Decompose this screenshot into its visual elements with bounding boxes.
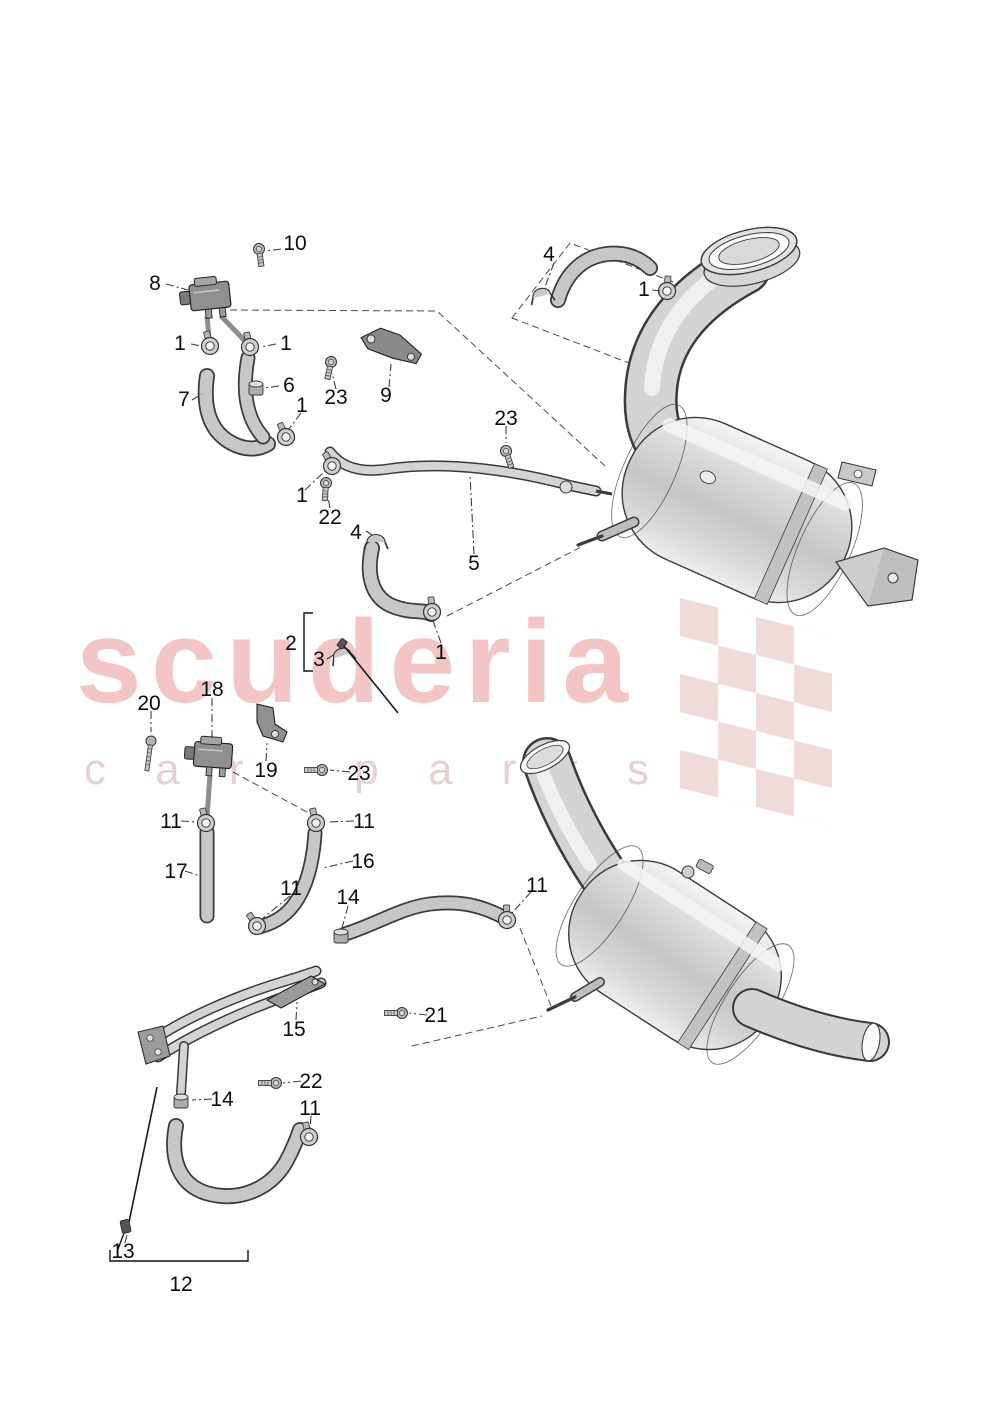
catalyst-body xyxy=(611,403,863,617)
callout-label-12-36: 12 xyxy=(169,1273,192,1296)
catalyst-body xyxy=(555,845,795,1065)
callout-label-21-31: 21 xyxy=(424,1004,447,1027)
callout-label-23-22: 23 xyxy=(347,762,370,785)
hose-middle xyxy=(337,895,511,942)
inlet-flange xyxy=(700,226,801,287)
callout-label-1-4: 1 xyxy=(174,332,186,355)
callout-label-17-25: 17 xyxy=(164,860,187,883)
callout-label-7-9: 7 xyxy=(178,388,190,411)
bracket-19 xyxy=(256,703,288,743)
grommet-icon-14 xyxy=(173,1093,189,1109)
watermark-title: scuderia xyxy=(76,596,629,728)
leader-lines xyxy=(124,248,662,1244)
callout-label-20-19: 20 xyxy=(137,692,160,715)
callout-label-2-16: 2 xyxy=(285,632,297,655)
sensor-probe-port xyxy=(576,516,640,547)
bracket-hole xyxy=(887,572,899,584)
cable-tie-13 xyxy=(116,1086,158,1253)
hose-4 xyxy=(550,245,658,308)
callout-label-11-34: 11 xyxy=(299,1097,321,1120)
hose-secondary xyxy=(237,350,271,445)
bolt-icon-21 xyxy=(384,1007,408,1019)
pressure-sensor-18 xyxy=(182,734,234,778)
outlet-cut-end xyxy=(861,1022,881,1062)
group-bracket-12 xyxy=(109,1250,249,1262)
callout-label-1-5: 1 xyxy=(280,332,292,355)
callout-label-1-10: 1 xyxy=(296,394,308,417)
callout-label-13-35: 13 xyxy=(111,1240,134,1263)
callout-label-1-12: 1 xyxy=(296,484,308,507)
bracket-9 xyxy=(360,327,423,365)
callout-label-18-20: 18 xyxy=(200,678,223,701)
callout-label-22-32: 22 xyxy=(299,1070,322,1093)
callout-label-16-26: 16 xyxy=(351,850,374,873)
sensor-probe-port xyxy=(546,977,605,1012)
cable-tie xyxy=(336,638,399,714)
callout-label-19-21: 19 xyxy=(254,759,277,782)
clamp-icon-1 xyxy=(200,330,220,356)
grommet-icon-6 xyxy=(248,380,264,396)
bolt-icon-22 xyxy=(318,476,333,502)
callout-label-23-11: 23 xyxy=(494,407,517,430)
watermark: scuderia car parts xyxy=(76,596,832,826)
pipe-5 xyxy=(324,446,613,497)
bracket-15 xyxy=(265,975,327,1009)
upper-catalytic-converter xyxy=(576,226,919,617)
bolt-icon-23 xyxy=(321,354,339,381)
hose-2 xyxy=(361,540,439,622)
flange-tab-hole xyxy=(853,469,863,479)
callout-label-6-6: 6 xyxy=(283,374,295,397)
callout-label-5-15: 5 xyxy=(468,552,480,575)
callout-label-9-8: 9 xyxy=(380,384,392,407)
inlet-cut-end xyxy=(519,739,571,775)
clamp-icon-11 xyxy=(299,1121,319,1147)
bolt-icon-23 xyxy=(498,443,518,470)
clamp-icon-11 xyxy=(196,807,216,833)
top-fitting xyxy=(681,865,695,879)
group-bracket-2 xyxy=(303,612,313,672)
callout-label-11-29: 11 xyxy=(526,874,548,897)
hose-16 xyxy=(251,825,323,935)
callout-label-8-1: 8 xyxy=(149,272,161,295)
callout-label-1-18: 1 xyxy=(435,641,447,664)
checkered-flag-pattern xyxy=(680,598,832,826)
bolt-icon-23 xyxy=(304,764,328,776)
lower-catalytic-converter xyxy=(519,737,890,1065)
callout-label-11-23: 11 xyxy=(160,810,182,833)
clamp-icon-1 xyxy=(274,419,297,448)
callout-label-1-3: 1 xyxy=(638,278,650,301)
callout-label-15-30: 15 xyxy=(282,1018,305,1041)
callout-label-11-24: 11 xyxy=(353,810,375,833)
bolt-icon-22 xyxy=(258,1077,282,1089)
callout-label-23-7: 23 xyxy=(324,386,347,409)
callout-label-14-28: 14 xyxy=(336,886,360,909)
callout-label-14-33: 14 xyxy=(210,1088,234,1111)
clamp-icon-1 xyxy=(240,331,260,357)
pressure-sensor-8 xyxy=(177,274,233,322)
grommet-icon-14 xyxy=(333,928,349,944)
callout-label-3-17: 3 xyxy=(313,648,325,671)
callout-label-22-13: 22 xyxy=(318,506,341,529)
clamp-icon-11 xyxy=(306,807,326,833)
callout-label-11-27: 11 xyxy=(280,877,302,900)
sensor-tube xyxy=(219,314,248,344)
callout-label-4-14: 4 xyxy=(350,521,362,544)
top-fitting-boss xyxy=(695,858,714,874)
hose-12 xyxy=(166,1118,308,1205)
callout-label-4-2: 4 xyxy=(543,243,555,266)
hose-7 xyxy=(197,368,276,457)
callout-label-10-0: 10 xyxy=(283,232,306,255)
bolt-icon-10 xyxy=(252,242,268,268)
sensor-tube xyxy=(204,774,213,818)
